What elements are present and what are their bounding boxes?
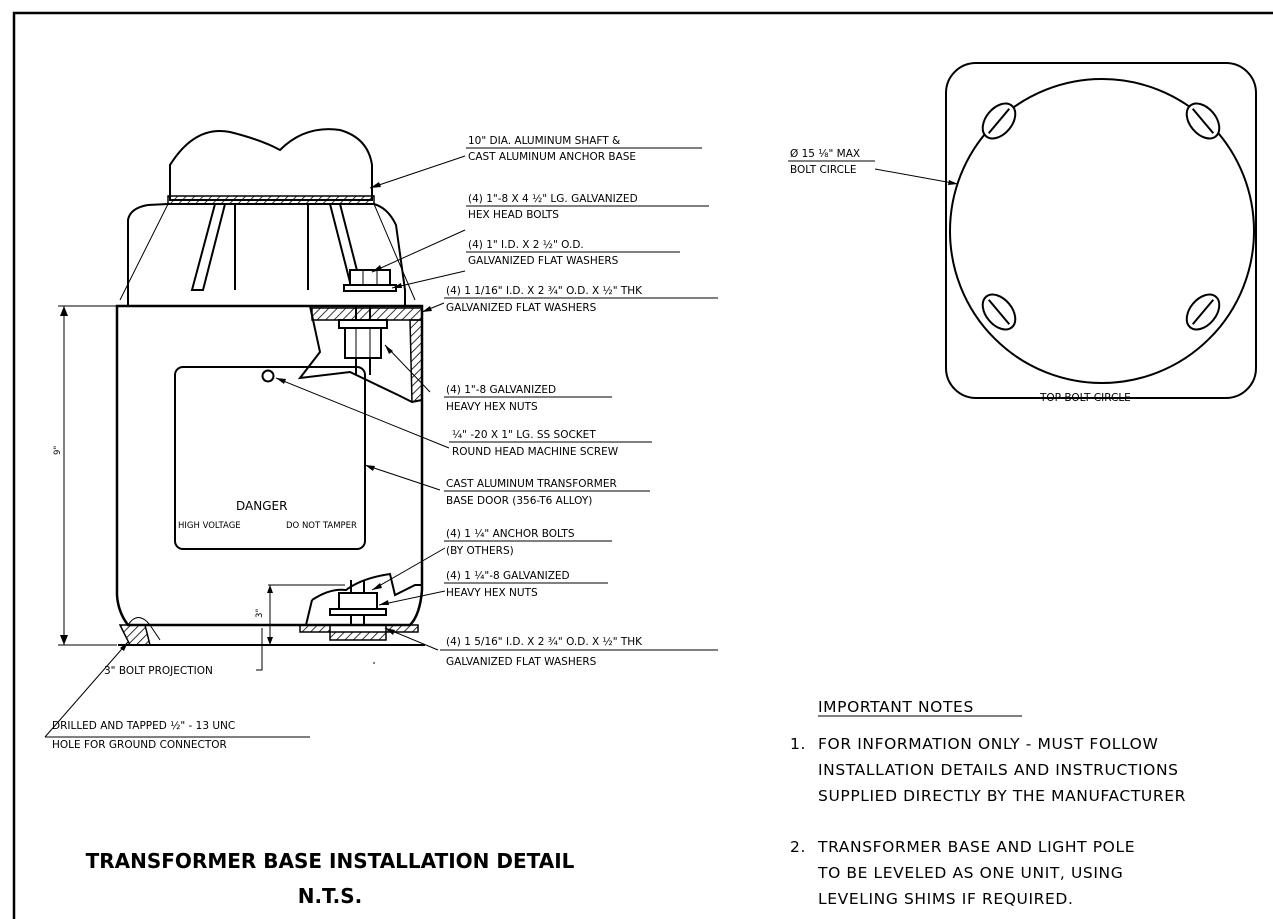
transformer-base-elevation: DANGER HIGH VOLTAGE DO NOT TAMPER xyxy=(115,128,425,646)
callout-leaders xyxy=(44,155,959,738)
label-washer3-1: (4) 1 5/16" I.D. X 2 ¾" O.D. X ½" THK xyxy=(446,636,643,648)
label-washer1-2: GALVANIZED FLAT WASHERS xyxy=(468,255,619,267)
label-bolt-circle-1: Ø 15 ⅛" MAX xyxy=(790,148,860,160)
important-notes: IMPORTANT NOTES 1. FOR INFORMATION ONLY … xyxy=(790,698,1186,908)
label-nuts1-1: (4) 1"-8 GALVANIZED xyxy=(446,384,556,396)
sheet-border xyxy=(12,11,1273,919)
note-1-line-1: FOR INFORMATION ONLY - MUST FOLLOW xyxy=(818,735,1158,753)
top-bolt-circle-view: Ø 15 ⅛" MAX BOLT CIRCLE TOP BOLT CIRCLE xyxy=(788,62,1257,404)
label-shaft-2: CAST ALUMINUM ANCHOR BASE xyxy=(468,151,636,163)
hex-head-bolt xyxy=(349,269,391,286)
label-door-1: CAST ALUMINUM TRANSFORMER xyxy=(446,478,617,490)
note-1-line-3: SUPPLIED DIRECTLY BY THE MANUFACTURER xyxy=(818,787,1186,805)
label-nuts2-2: HEAVY HEX NUTS xyxy=(446,587,538,599)
label-washer1-1: (4) 1" I.D. X 2 ½" O.D. xyxy=(468,239,584,251)
bolt-slot xyxy=(981,102,1017,140)
label-washer2-2: GALVANIZED FLAT WASHERS xyxy=(446,302,597,314)
dimension-projection-label: 3" xyxy=(255,609,265,618)
label-anchor-1: (4) 1 ¼" ANCHOR BOLTS xyxy=(446,528,575,540)
anchor-washer xyxy=(329,608,387,616)
note-2-number: 2. xyxy=(790,838,806,856)
callout-labels: 10" DIA. ALUMINUM SHAFT & CAST ALUMINUM … xyxy=(45,135,718,751)
note-2-line-1: TRANSFORMER BASE AND LIGHT POLE xyxy=(817,838,1135,856)
label-bolt-circle-2: BOLT CIRCLE xyxy=(790,164,856,176)
label-shaft-1: 10" DIA. ALUMINUM SHAFT & xyxy=(468,135,620,147)
title-line-2: N.T.S. xyxy=(298,884,363,908)
notes-heading: IMPORTANT NOTES xyxy=(818,698,974,716)
label-washer2-1: (4) 1 1/16" I.D. X 2 ¾" O.D. X ½" THK xyxy=(446,285,643,297)
note-2-line-2: TO BE LEVELED AS ONE UNIT, USING xyxy=(817,864,1123,882)
note-1-line-2: INSTALLATION DETAILS AND INSTRUCTIONS xyxy=(818,761,1179,779)
label-washer3-2: GALVANIZED FLAT WASHERS xyxy=(446,656,597,668)
aluminum-shaft xyxy=(169,128,373,201)
label-anchor-2: (BY OTHERS) xyxy=(446,545,514,557)
flat-washer xyxy=(343,284,397,292)
lower-cutaway xyxy=(311,572,422,601)
heavy-hex-nut xyxy=(344,327,382,359)
anchor-base-plate xyxy=(167,195,375,205)
label-screw-2: ROUND HEAD MACHINE SCREW xyxy=(452,446,619,458)
bolt-slot xyxy=(1185,293,1221,331)
anchor-base-edge-line xyxy=(119,203,169,301)
ground-lug-hatched xyxy=(118,624,151,646)
door-sign-high-voltage: HIGH VOLTAGE xyxy=(178,521,241,531)
ground-lug-outline xyxy=(127,617,161,641)
dimension-height: 9" xyxy=(53,305,117,646)
title-line-1: TRANSFORMER BASE INSTALLATION DETAIL xyxy=(86,849,575,873)
label-ground-2: HOLE FOR GROUND CONNECTOR xyxy=(52,739,227,751)
base-flange-hatched xyxy=(299,624,419,641)
anchor-rib xyxy=(190,203,226,291)
drawing-title: TRANSFORMER BASE INSTALLATION DETAIL N.T… xyxy=(86,849,575,908)
note-2-line-3: LEVELING SHIMS IF REQUIRED. xyxy=(818,890,1074,908)
lower-cutaway-left xyxy=(305,599,313,626)
transformer-door xyxy=(174,366,366,550)
label-door-2: BASE DOOR (356-T6 ALLOY) xyxy=(446,495,592,507)
bolt-slot xyxy=(1185,102,1221,140)
upper-wall-hatched xyxy=(409,319,423,403)
door-sign-danger: DANGER xyxy=(236,499,287,513)
label-bolts-1: (4) 1"-8 X 4 ½" LG. GALVANIZED xyxy=(468,193,638,205)
door-sign-do-not-tamper: DO NOT TAMPER xyxy=(286,521,357,531)
dimension-projection: 3" xyxy=(255,584,345,646)
label-ground-1: DRILLED AND TAPPED ½" - 13 UNC xyxy=(52,720,235,732)
dimension-height-label: 9" xyxy=(53,446,63,455)
upper-washer-hatched xyxy=(311,307,423,321)
label-nuts2-1: (4) 1 ¼"-8 GALVANIZED xyxy=(446,570,570,582)
label-nuts1-2: HEAVY HEX NUTS xyxy=(446,401,538,413)
bolt-slot xyxy=(981,293,1017,331)
anchor-base-casting xyxy=(127,203,406,305)
anchor-heavy-hex-nut xyxy=(338,592,378,610)
label-screw-1: ¼" -20 X 1" LG. SS SOCKET xyxy=(452,429,596,441)
bolt-circle xyxy=(949,78,1255,384)
base-plate-outline xyxy=(945,62,1257,399)
label-projection: 3" BOLT PROJECTION xyxy=(104,665,213,677)
upper-washer xyxy=(338,319,388,329)
label-bolts-2: HEX HEAD BOLTS xyxy=(468,209,559,221)
note-1-number: 1. xyxy=(790,735,806,753)
label-top-bolt-circle: TOP BOLT CIRCLE xyxy=(1039,392,1131,404)
door-screw xyxy=(261,369,275,383)
